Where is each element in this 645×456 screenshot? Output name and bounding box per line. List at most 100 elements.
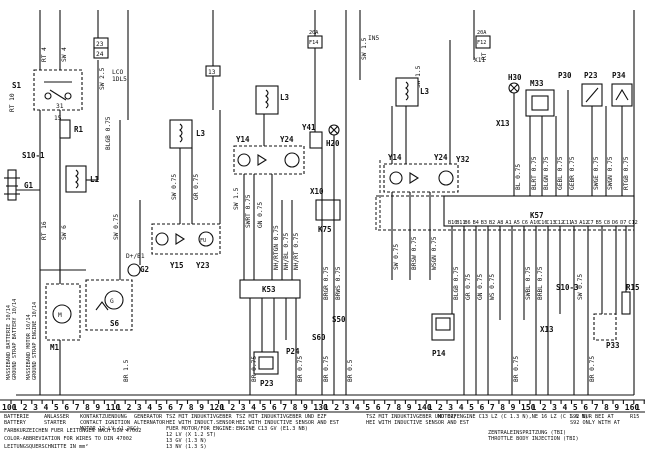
fuse-label: 23 <box>96 41 104 48</box>
grid-number: 120 <box>210 403 225 412</box>
connector-label: IN5 <box>368 35 379 42</box>
grid-number: 4 <box>355 403 360 412</box>
footer-legend-line: HEI WITH INDUCTIVE SENSOR AND EST <box>366 420 469 426</box>
wire-label: SW 1.5 <box>361 37 368 60</box>
footer-legend-line: R15 <box>630 414 639 420</box>
footer-legend-line: BATTERY <box>4 420 27 426</box>
k57-pin-label: A10 <box>530 220 539 226</box>
wire-label: SW 1.5 <box>233 187 240 210</box>
grid-number: 2 <box>23 403 28 412</box>
k57-pin-label: B4 <box>473 220 479 226</box>
sensor-p24: P24 <box>286 347 300 356</box>
k57-pin-label: C12 <box>555 220 564 226</box>
wire-label: SWBL 0.75 <box>525 266 532 300</box>
footer-legend-line: BATTERIE <box>4 414 29 420</box>
grid-number: 6 <box>64 403 69 412</box>
footer-legend-line: GENERATOR <box>134 414 163 420</box>
footer-legend-line: FUER MOTOR/FOR ENGINE: <box>166 426 235 432</box>
grid-number: 8 <box>396 403 401 412</box>
grid-number: 130 <box>313 403 328 412</box>
grid-number: 2 <box>334 403 339 412</box>
resistor-r1: R1 <box>59 119 84 139</box>
relay-k75: K75 <box>315 199 341 234</box>
grid-number: 4 <box>563 403 568 412</box>
grid-number: 140 <box>417 403 432 412</box>
component-label: M33 <box>530 79 544 88</box>
control-unit-k57: K57 <box>443 195 635 227</box>
grid-number: 5 <box>262 403 267 412</box>
wire-label: BLGN 0.75 <box>543 156 550 190</box>
component-label: P30 <box>558 71 572 80</box>
legend-line: GROUND STRAP BATTERY 10/14 <box>12 299 18 380</box>
k57-pin-label: C8 <box>604 220 610 226</box>
connector-label: LCO <box>112 69 123 76</box>
footer-legend-line: TSZ MIT INDUKTIVGEBER <box>166 414 232 420</box>
wire-label: WSGN 0.75 <box>431 236 438 270</box>
terminal-label: 15 <box>54 115 62 122</box>
component-label: X13 <box>540 325 554 334</box>
grid-number: 2 <box>438 403 443 412</box>
component-label: Y23 <box>196 261 210 270</box>
footer-legend-line: S92 ONLY WITH AT <box>570 420 620 426</box>
wires-left <box>16 60 141 284</box>
wire-label: NH/BL 0.75 <box>283 232 290 270</box>
footer-legend-line: S92 NUR BEI AT <box>570 414 614 420</box>
grid-number: 5 <box>54 403 59 412</box>
color-note: FARBKURZEICHEN FUER LEITUNGEN NACH DIN 4… <box>4 428 141 434</box>
k57-pin-label: C6 <box>522 220 528 226</box>
wire-label: GN 0.75 <box>477 274 484 300</box>
k57-pin-label: B3 <box>481 220 487 226</box>
k57-pin-label: B2 <box>489 220 495 226</box>
wire-label: RT 4 <box>41 47 48 62</box>
footer-legend-line: ALTERNATOR <box>134 420 166 426</box>
grid-number: 3 <box>345 403 350 412</box>
k57-pin-label: A3 <box>571 220 577 226</box>
wire-label: RTGB 0.75 <box>623 156 630 190</box>
footer-legend-line: ZENTRALEINSPRITZUNG (TBI) <box>488 430 566 436</box>
fuse-f12: F12 20A <box>475 30 491 49</box>
k57-pin-label: C7 <box>587 220 593 226</box>
wire-label: SWGN 0.75 <box>607 156 614 190</box>
k57-pin-label: A5 <box>514 220 520 226</box>
grid-number: 1 <box>635 403 640 412</box>
grid-number: 7 <box>490 403 495 412</box>
valve-y41: Y41 <box>302 123 323 149</box>
grid-number: 3 <box>448 403 453 412</box>
color-note: COLOR-ABBREVIATION FOR WIRES TO DIN 4700… <box>4 436 132 442</box>
fuse-13: 13 <box>205 10 221 110</box>
motor-m33: M33 <box>525 79 555 117</box>
fuse-label: 13 <box>208 69 216 76</box>
grid-number: 7 <box>75 403 80 412</box>
wire-label: BR 0.75 <box>513 356 520 382</box>
fuse-label: 20A <box>309 30 319 36</box>
sensor-p14: P14 <box>431 313 455 358</box>
coil-l3-b: L3 <box>255 85 290 115</box>
wire-label: BRGR 0.75 <box>323 266 330 300</box>
k57-pin-label: C13 <box>546 220 555 226</box>
grid-number: 6 <box>168 403 173 412</box>
footer-legend-line: TSZ MIT INDUKTIVGEBER UND EZF <box>366 414 457 420</box>
wire-label: BRSW 0.75 <box>411 236 418 270</box>
wire-label: RT 16 <box>41 221 48 240</box>
resistor-r15: R15 <box>621 283 640 315</box>
component-label: P23 <box>260 379 274 388</box>
terminal-label: D+/B1 <box>126 253 145 260</box>
grid-number: 1 <box>531 403 536 412</box>
grid-number: 9 <box>199 403 204 412</box>
distributor-y14-y24-b: Y14 Y24 <box>383 153 459 193</box>
wire-label: GR 0.75 <box>193 174 200 200</box>
grid-number: 9 <box>95 403 100 412</box>
grid-number: 8 <box>604 403 609 412</box>
grid-number: 7 <box>282 403 287 412</box>
footer-legend-line: 13 GV (1.3 N) <box>166 438 207 444</box>
wire-label: SW 1.5 <box>415 65 422 88</box>
component-label: P24 <box>286 347 300 356</box>
grid-number: 7 <box>179 403 184 412</box>
grid-number: 9 <box>303 403 308 412</box>
component-label: L3 <box>420 87 430 96</box>
grid-number: 6 <box>272 403 277 412</box>
component-label: S10-1 <box>22 151 45 160</box>
wire-label: BR 0.75 <box>297 356 304 382</box>
component-label: R1 <box>74 125 84 134</box>
